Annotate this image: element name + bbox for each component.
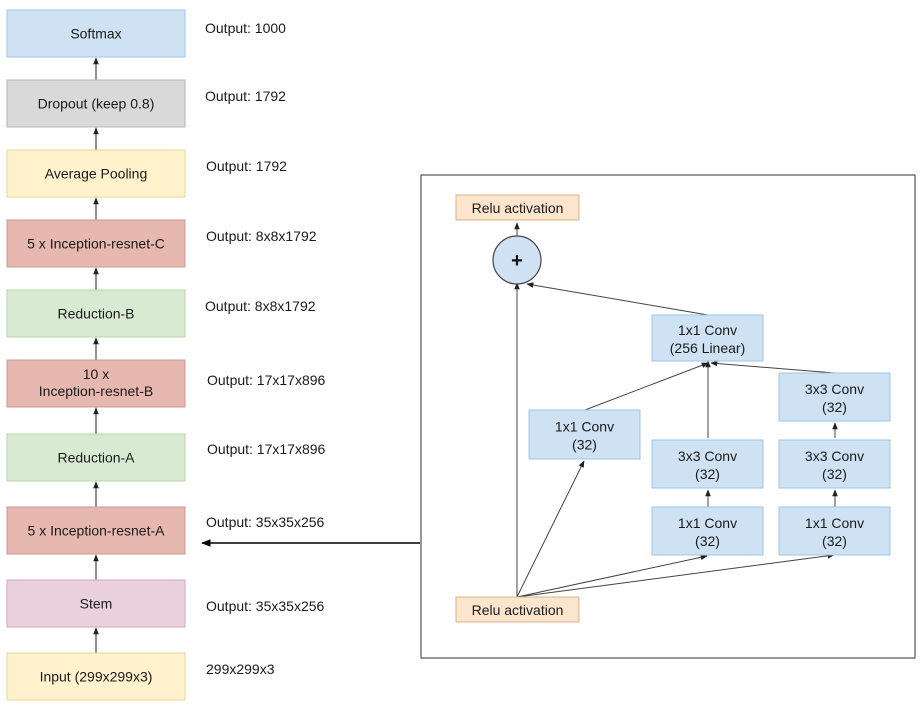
plus-icon: +	[511, 250, 523, 272]
conv-block-label: 1x1 Conv	[678, 322, 737, 338]
relu-activation-bottom: Relu activation	[455, 596, 580, 623]
conv-block-label: (32)	[572, 437, 597, 453]
conv-block-conv-b2-3x3: 3x3 Conv (32)	[651, 439, 764, 489]
conv-blocks: 1x1 Conv(256 Linear)1x1 Conv(32)3x3 Conv…	[528, 314, 891, 556]
conv-block-label: (32)	[695, 466, 720, 482]
output-shape-label: Output: 35x35x256	[206, 598, 325, 614]
stack-block-label: Dropout (keep 0.8)	[38, 96, 155, 112]
output-shape-label: 299x299x3	[206, 661, 275, 677]
stack-block-rect	[6, 289, 186, 338]
output-shape-label: Output: 17x17x896	[207, 441, 326, 457]
output-shape-label: Output: 8x8x1792	[206, 228, 317, 244]
conv-block-conv-linear: 1x1 Conv (256 Linear)	[651, 314, 764, 362]
conv-block-rect	[651, 506, 764, 556]
output-shape-label: Output: 17x17x896	[207, 372, 326, 388]
stack-block-rect	[6, 433, 186, 482]
conv-block-conv-b3-3x3-mid: 3x3 Conv (32)	[778, 439, 891, 489]
stack-block-label-line: 10 x	[83, 366, 109, 382]
stack-block-label: 5 x Inception-resnet-A	[28, 523, 166, 539]
stack-block-rect	[6, 506, 186, 555]
conv-block-label: (32)	[822, 533, 847, 549]
stack-block-red-b: Reduction-B Output: 8x8x1792	[6, 289, 316, 338]
conv-block-label: 3x3 Conv	[805, 448, 864, 464]
stack-block-rect	[6, 149, 186, 198]
conv-block-label: 3x3 Conv	[678, 448, 737, 464]
relu-activation-top: Relu activation	[455, 194, 580, 221]
stack-block-rect	[6, 9, 186, 58]
conv-block-conv-b1: 1x1 Conv (32)	[528, 409, 641, 460]
conv-block-conv-b2-1x1: 1x1 Conv (32)	[651, 506, 764, 556]
output-shape-label: Output: 1000	[205, 20, 286, 36]
stack-block-rect	[6, 652, 186, 701]
conv-block-conv-b3-1x1: 1x1 Conv (32)	[778, 506, 891, 556]
panel-edges	[514, 222, 838, 598]
conv-block-label: 1x1 Conv	[678, 515, 737, 531]
relu-top-label: Relu activation	[472, 200, 564, 216]
conv-block-rect	[651, 314, 764, 362]
stack-block-label-line: Inception-resnet-B	[39, 383, 153, 399]
stack-block-rect	[6, 79, 186, 128]
output-shape-label: Output: 8x8x1792	[205, 298, 316, 314]
stack-block-input: Input (299x299x3) 299x299x3	[6, 652, 275, 701]
conv-block-label: (32)	[822, 399, 847, 415]
stack-block-label: 5 x Inception-resnet-C	[27, 236, 165, 252]
conv-block-label: (32)	[695, 533, 720, 549]
conv-block-label: (32)	[822, 466, 847, 482]
stack-block-label: Stem	[80, 596, 113, 612]
stack-block-rect	[6, 579, 186, 628]
output-shape-label: Output: 35x35x256	[206, 514, 325, 530]
conv-block-label: (256 Linear)	[670, 340, 746, 356]
stack-block-label: Softmax	[70, 26, 121, 42]
conv-block-rect	[528, 409, 641, 460]
output-shape-label: Output: 1792	[206, 158, 287, 174]
stack-block-red-a: Reduction-A Output: 17x17x896	[6, 433, 326, 482]
conv-block-rect	[778, 506, 891, 556]
stack-block-inc-a: 5 x Inception-resnet-A Output: 35x35x256	[6, 506, 325, 555]
stack-block-dropout: Dropout (keep 0.8) Output: 1792	[6, 79, 286, 128]
conv-block-rect	[778, 439, 891, 489]
conv-block-rect	[651, 439, 764, 489]
stack-block-rect	[6, 219, 186, 268]
stack-block-inc-c: 5 x Inception-resnet-C Output: 8x8x1792	[6, 219, 317, 268]
conv-block-conv-b3-3x3-top: 3x3 Conv (32)	[778, 372, 891, 422]
stack-block-softmax: Softmax Output: 1000	[6, 9, 286, 58]
stack-block-label: Reduction-B	[57, 306, 134, 322]
stack-block-label: Input (299x299x3)	[40, 669, 153, 685]
inception-resnet-a-detail-panel: Relu activation + 1x1 Conv(256 Linear)1x…	[420, 174, 916, 659]
stack-block-rect	[6, 359, 186, 408]
conv-block-rect	[778, 372, 891, 422]
sum-node: +	[492, 235, 542, 285]
stack-block-stem: Stem Output: 35x35x256	[6, 579, 325, 628]
conv-block-label: 3x3 Conv	[805, 381, 864, 397]
stack-block-label: Average Pooling	[45, 166, 147, 182]
relu-bottom-label: Relu activation	[472, 602, 564, 618]
output-shape-label: Output: 1792	[205, 88, 286, 104]
stack-block-avgpool: Average Pooling Output: 1792	[6, 149, 287, 198]
stack-block-label: Reduction-A	[57, 450, 135, 466]
conv-block-label: 1x1 Conv	[555, 419, 614, 435]
conv-block-label: 1x1 Conv	[805, 515, 864, 531]
